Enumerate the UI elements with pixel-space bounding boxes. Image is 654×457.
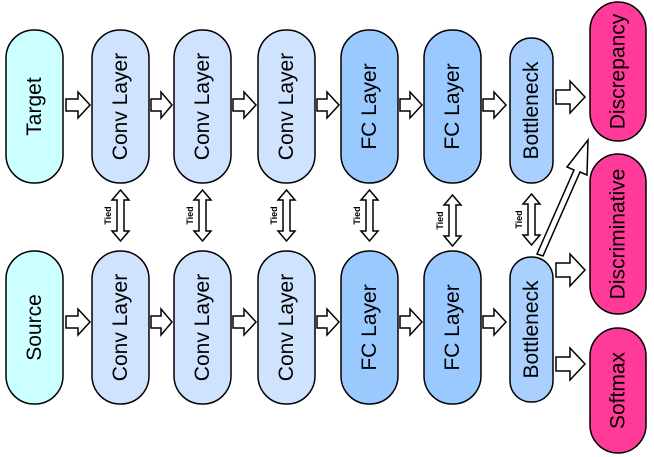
- source-bottleneck: Bottleneck: [509, 256, 554, 403]
- tied-connector-6: Tied: [514, 192, 542, 247]
- softmax-loss-node: Softmax: [589, 327, 647, 454]
- flow-arrow-icon: [150, 306, 173, 338]
- source-fc-layer-2: FC Layer: [423, 250, 482, 405]
- flow-arrow-icon: [555, 346, 587, 382]
- target-bottleneck: Bottleneck: [509, 37, 554, 184]
- target-conv-layer-3: Conv Layer: [257, 29, 316, 184]
- discriminative-loss-label: Discriminative: [607, 169, 630, 300]
- discrepancy-loss-label: Discrepancy: [607, 13, 630, 129]
- double-arrow-icon: [359, 188, 380, 243]
- diagonal-arrow-icon: [535, 137, 589, 257]
- flow-arrow-icon: [555, 79, 587, 115]
- flow-arrow-icon: [65, 90, 92, 120]
- source-input-node: Source: [5, 250, 64, 405]
- target-row: Target Conv Layer Conv Layer Conv Layer …: [5, 29, 554, 184]
- target-input-label: Target: [23, 77, 46, 136]
- source-row: Source Conv Layer Conv Layer Conv Layer …: [5, 250, 554, 405]
- softmax-loss-label: Softmax: [607, 351, 630, 429]
- target-fc-layer-2: FC Layer: [423, 29, 482, 184]
- flow-arrow-icon: [482, 307, 508, 337]
- tied-connector-5: Tied: [435, 193, 463, 248]
- flow-arrow-icon: [316, 307, 341, 337]
- source-row-arrows: [65, 252, 587, 382]
- double-arrow-icon: [521, 192, 542, 247]
- source-conv-layer-2-label: Conv Layer: [191, 274, 214, 381]
- flow-arrow-icon: [399, 307, 424, 337]
- flow-arrow-icon: [482, 90, 508, 120]
- target-row-arrows: [65, 79, 587, 121]
- tied-connector-3: Tied: [269, 188, 297, 243]
- double-arrow-icon: [192, 188, 213, 243]
- double-arrow-icon: [276, 188, 297, 243]
- tied-label: Tied: [103, 206, 113, 224]
- target-bottleneck-label: Bottleneck: [520, 61, 543, 160]
- source-conv-layer-1: Conv Layer: [91, 250, 150, 405]
- source-bottleneck-label: Bottleneck: [520, 280, 543, 379]
- discriminative-loss-node: Discriminative: [589, 153, 647, 315]
- flow-arrow-icon: [555, 252, 587, 288]
- discrepancy-loss-node: Discrepancy: [589, 1, 647, 142]
- double-arrow-icon: [110, 188, 131, 243]
- tied-connector-2: Tied: [185, 188, 213, 243]
- double-arrow-icon: [442, 193, 463, 248]
- flow-arrow-icon: [150, 89, 173, 121]
- source-fc-layer-1-label: FC Layer: [358, 284, 381, 370]
- tied-connectors: Tied Tied Tied Tied Tied Tied: [103, 188, 542, 248]
- source-conv-layer-3: Conv Layer: [257, 250, 316, 405]
- flow-arrow-icon: [65, 307, 92, 337]
- tied-label: Tied: [269, 206, 279, 224]
- target-conv-layer-2-label: Conv Layer: [191, 53, 214, 160]
- source-conv-layer-1-label: Conv Layer: [109, 274, 132, 381]
- source-conv-layer-3-label: Conv Layer: [275, 274, 298, 381]
- flow-arrow-icon: [316, 90, 341, 120]
- target-conv-layer-1: Conv Layer: [91, 29, 150, 184]
- tied-connector-1: Tied: [103, 188, 131, 243]
- flow-arrow-icon: [399, 90, 424, 120]
- target-input-node: Target: [5, 29, 64, 184]
- tied-label: Tied: [514, 210, 524, 228]
- target-fc-layer-2-label: FC Layer: [441, 63, 464, 149]
- source-fc-layer-2-label: FC Layer: [441, 284, 464, 370]
- target-conv-layer-3-label: Conv Layer: [275, 53, 298, 160]
- tied-connector-4: Tied: [352, 188, 380, 243]
- target-conv-layer-2: Conv Layer: [173, 29, 232, 184]
- source-conv-layer-2: Conv Layer: [173, 250, 232, 405]
- tied-label: Tied: [352, 206, 362, 224]
- target-fc-layer-1-label: FC Layer: [358, 63, 381, 149]
- flow-arrow-icon: [232, 307, 258, 337]
- tied-label: Tied: [435, 211, 445, 229]
- source-fc-layer-1: FC Layer: [340, 250, 399, 405]
- flow-arrow-icon: [232, 90, 258, 120]
- loss-nodes: Discrepancy Discriminative Softmax: [589, 1, 647, 454]
- tied-label: Tied: [185, 206, 195, 224]
- target-conv-layer-1-label: Conv Layer: [109, 53, 132, 160]
- target-fc-layer-1: FC Layer: [340, 29, 399, 184]
- source-input-label: Source: [23, 294, 46, 361]
